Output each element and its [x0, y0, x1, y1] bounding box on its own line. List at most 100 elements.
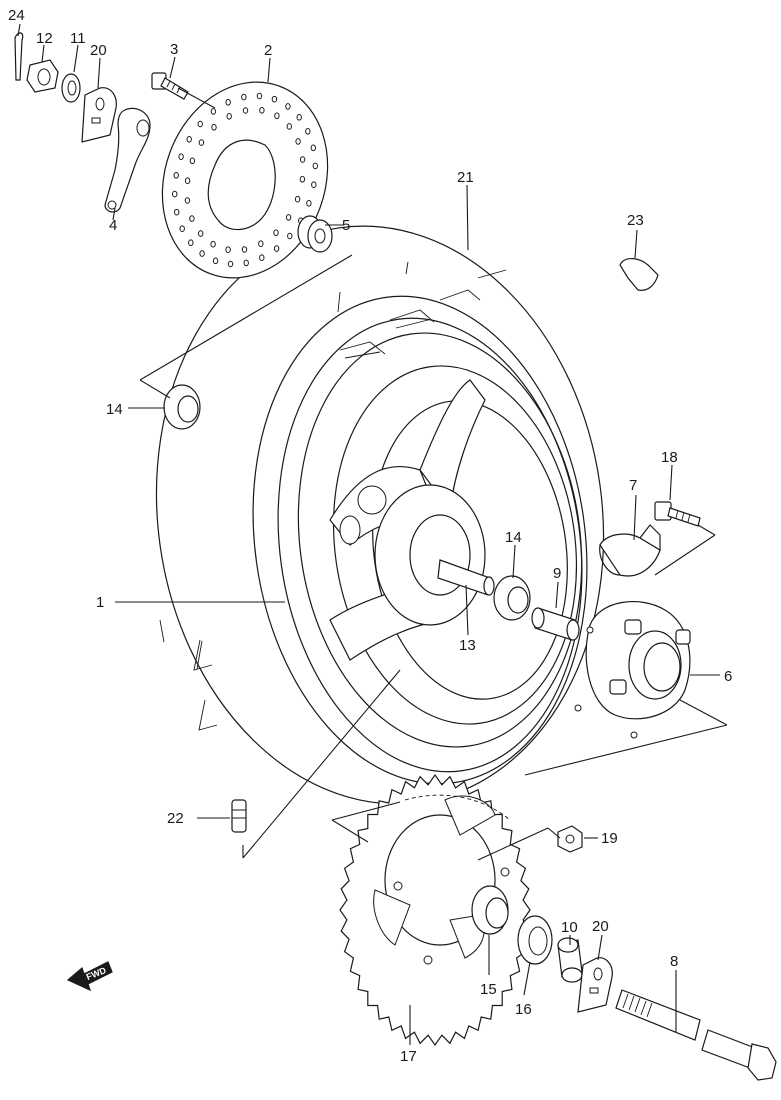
disc-hole — [212, 257, 219, 265]
callout-15: 15 — [480, 981, 497, 998]
oil-seal — [517, 915, 553, 965]
disc-hole — [285, 103, 291, 110]
disc-hole — [242, 107, 249, 114]
disc-hole — [179, 225, 185, 232]
rim — [297, 332, 583, 748]
disc-hole — [273, 229, 279, 236]
disc-hole — [186, 136, 192, 143]
disc-hole — [189, 157, 196, 165]
callout-10: 10 — [561, 919, 578, 936]
disc-hole — [184, 197, 191, 204]
axle-spacer-10 — [557, 937, 583, 983]
sprocket-bearing — [471, 885, 509, 935]
disc-vent-holes — [172, 92, 318, 268]
disc-hole — [210, 240, 216, 248]
callout-17: 17 — [400, 1048, 417, 1065]
callout-19: 19 — [601, 830, 618, 847]
disc-hole — [306, 200, 312, 207]
disc-hole — [174, 208, 180, 216]
disc-hole — [271, 95, 278, 103]
callout-12: 12 — [36, 30, 53, 47]
disc-hole — [256, 92, 263, 100]
axle-spacer — [437, 559, 495, 596]
rear-axle — [615, 989, 777, 1081]
callout-8: 8 — [670, 953, 678, 970]
callout-20-lower: 20 — [592, 918, 609, 935]
callout-6: 6 — [724, 668, 732, 685]
tire-valve — [231, 799, 247, 833]
callout-3: 3 — [170, 41, 178, 58]
disc-hole — [258, 240, 264, 247]
bearing-right — [493, 575, 531, 621]
disc-hole — [227, 260, 234, 268]
fwd-direction-badge: FWD — [66, 961, 113, 992]
callout-21: 21 — [457, 169, 474, 186]
callout-14-right: 14 — [505, 529, 522, 546]
disc-hole — [241, 246, 248, 253]
disc-hole — [296, 114, 302, 121]
brake-disc — [161, 81, 329, 279]
disc-hole — [241, 93, 247, 101]
disc-hole — [226, 113, 232, 120]
chain-adjuster-plate-left — [81, 87, 117, 143]
disc-bolt — [151, 72, 189, 100]
chain-adjuster-plate-right — [577, 957, 613, 1013]
sprocket-nut — [557, 825, 583, 853]
disc-hole — [184, 177, 191, 184]
washer-left — [61, 73, 81, 103]
callout-14-left: 14 — [106, 401, 123, 418]
callout-1: 1 — [96, 594, 104, 611]
callout-11: 11 — [70, 30, 86, 47]
disc-hole — [295, 138, 301, 145]
callout-numbers: 24 12 11 20 3 2 4 5 14 21 23 18 7 14 9 1… — [8, 7, 732, 1065]
disc-hole — [294, 195, 301, 203]
disc-hole — [311, 181, 317, 188]
damper-bolt — [654, 501, 701, 527]
disc-hole — [259, 107, 265, 114]
disc-hole — [178, 153, 184, 160]
axle-nut — [26, 59, 59, 93]
disc-hole — [310, 144, 316, 152]
disc-hole — [173, 172, 179, 179]
callout-13: 13 — [459, 637, 476, 654]
disc-hole — [198, 230, 204, 237]
callout-2: 2 — [264, 42, 272, 59]
disc-hole — [299, 176, 306, 183]
disc-hole — [210, 108, 217, 115]
disc-hole — [189, 215, 195, 222]
balance-clip — [619, 258, 659, 291]
callout-16: 16 — [515, 1001, 532, 1018]
disc-hole — [211, 124, 217, 131]
disc-hole — [286, 123, 292, 130]
bearing-left — [163, 384, 201, 430]
disc-hole — [225, 99, 231, 106]
cotter-pin — [14, 32, 24, 81]
disc-hole — [197, 120, 203, 128]
leader-lines — [17, 23, 728, 1045]
disc-hole — [305, 128, 311, 135]
disc-hole — [199, 250, 205, 257]
callout-22: 22 — [167, 810, 184, 827]
rear-sprocket — [339, 773, 531, 1047]
sprocket-drum — [574, 601, 691, 739]
disc-hole — [243, 259, 249, 267]
disc-hole — [299, 156, 306, 163]
disc-hole — [225, 246, 231, 253]
disc-hole — [287, 232, 293, 240]
callout-7: 7 — [629, 477, 637, 494]
callout-5: 5 — [342, 217, 350, 234]
disc-hole — [172, 190, 178, 198]
disc-hole — [188, 239, 194, 246]
disc-spacer — [297, 215, 333, 253]
disc-hole — [274, 112, 280, 120]
callout-18: 18 — [661, 449, 678, 466]
disc-hole — [259, 254, 265, 262]
disc-hole — [312, 162, 318, 170]
drum-damper — [599, 524, 661, 577]
callout-4: 4 — [109, 217, 117, 234]
callout-9: 9 — [553, 565, 561, 582]
callout-20-top: 20 — [90, 42, 107, 59]
disc-hole — [198, 139, 205, 146]
callout-23: 23 — [627, 212, 644, 229]
